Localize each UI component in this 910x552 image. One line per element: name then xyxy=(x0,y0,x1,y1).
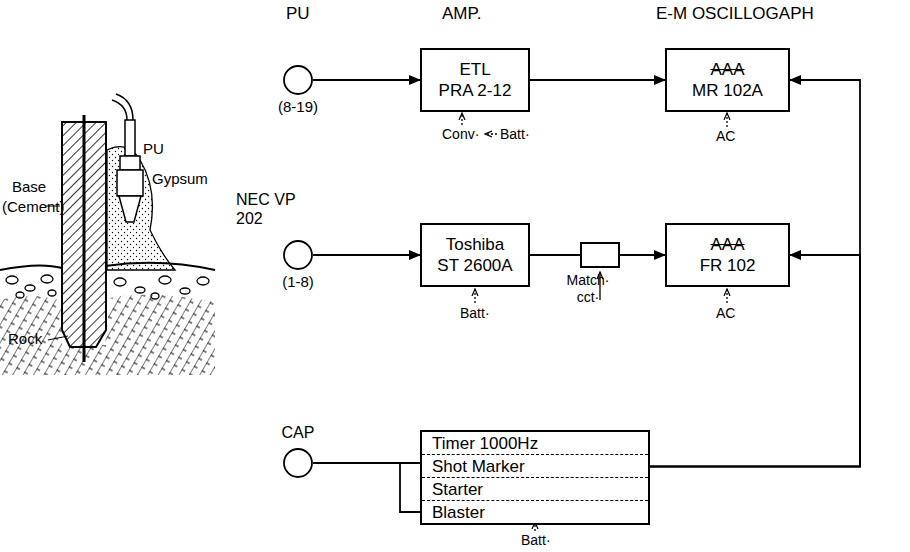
model-name: ETL xyxy=(459,59,490,80)
timer-band: Starter xyxy=(422,478,648,501)
circle-outline xyxy=(284,241,312,269)
part-label: PU xyxy=(143,140,164,158)
model-name: PRA 2-12 xyxy=(439,80,512,101)
timer-band: Shot Marker xyxy=(422,455,648,478)
branch-wire xyxy=(400,463,420,512)
circle-outline xyxy=(284,449,312,477)
power-label: Batt· xyxy=(500,126,530,143)
model-name: ST 2600A xyxy=(437,255,512,276)
signal-connector xyxy=(650,80,860,467)
pickup-number: CAP xyxy=(282,424,315,441)
pickup-model: NEC VP 202 xyxy=(236,190,308,228)
timer-band: Timer 1000Hz xyxy=(422,432,648,455)
part-label: Rock xyxy=(8,330,42,348)
timer-function: Timer 1000Hz xyxy=(432,433,538,454)
oscillograph-box: AAAMR 102A xyxy=(665,48,790,112)
maker-mark: AAA xyxy=(710,59,744,80)
timer-band: Blaster xyxy=(422,501,648,523)
part-label: Base xyxy=(12,178,46,196)
signal-connector xyxy=(620,254,665,256)
model-name: Toshiba xyxy=(446,234,505,255)
power-label: Batt· xyxy=(460,305,490,322)
pickup-circle: (1-8) xyxy=(283,240,313,270)
column-heading: AMP. xyxy=(442,4,481,24)
component-label: Match· cct· xyxy=(562,272,614,306)
maker-mark: AAA xyxy=(710,234,744,255)
power-label: Conv· xyxy=(442,126,479,143)
timer-function: Shot Marker xyxy=(432,456,525,477)
signal-connector xyxy=(313,254,420,256)
signal-connector xyxy=(530,79,665,81)
part-label: Gypsum xyxy=(152,170,208,188)
timer-function: Blaster xyxy=(432,502,485,523)
cap-circle: CAP xyxy=(283,448,313,478)
matching-circuit-box: Match· cct· xyxy=(580,242,620,268)
signal-connector xyxy=(313,79,420,81)
part-label: (Cement) xyxy=(2,198,65,216)
timer-function: Starter xyxy=(432,479,483,500)
power-label: AC xyxy=(716,128,735,145)
signal-connector xyxy=(313,462,420,464)
column-heading: PU xyxy=(286,4,310,24)
circle-outline xyxy=(283,65,313,95)
amplifier-box: ETLPRA 2-12 xyxy=(420,48,530,112)
circle-outline xyxy=(284,66,312,94)
pickup-number: (8-19) xyxy=(278,98,318,115)
power-label: Batt· xyxy=(521,532,551,549)
model-name: MR 102A xyxy=(692,80,763,101)
circle-outline xyxy=(283,448,313,478)
column-heading: E-M OSCILLOGAPH xyxy=(656,4,814,24)
amplifier-box: ToshibaST 2600A xyxy=(420,223,530,287)
signal-connector xyxy=(530,254,580,256)
timer-box: Timer 1000HzShot MarkerStarterBlaster xyxy=(420,430,650,525)
pickup-number: (1-8) xyxy=(282,273,314,290)
oscillograph-box: AAAFR 102 xyxy=(665,223,790,287)
model-name: FR 102 xyxy=(700,255,756,276)
pickup-circle: (8-19) xyxy=(283,65,313,95)
power-label: AC xyxy=(716,305,735,322)
circle-outline xyxy=(283,240,313,270)
